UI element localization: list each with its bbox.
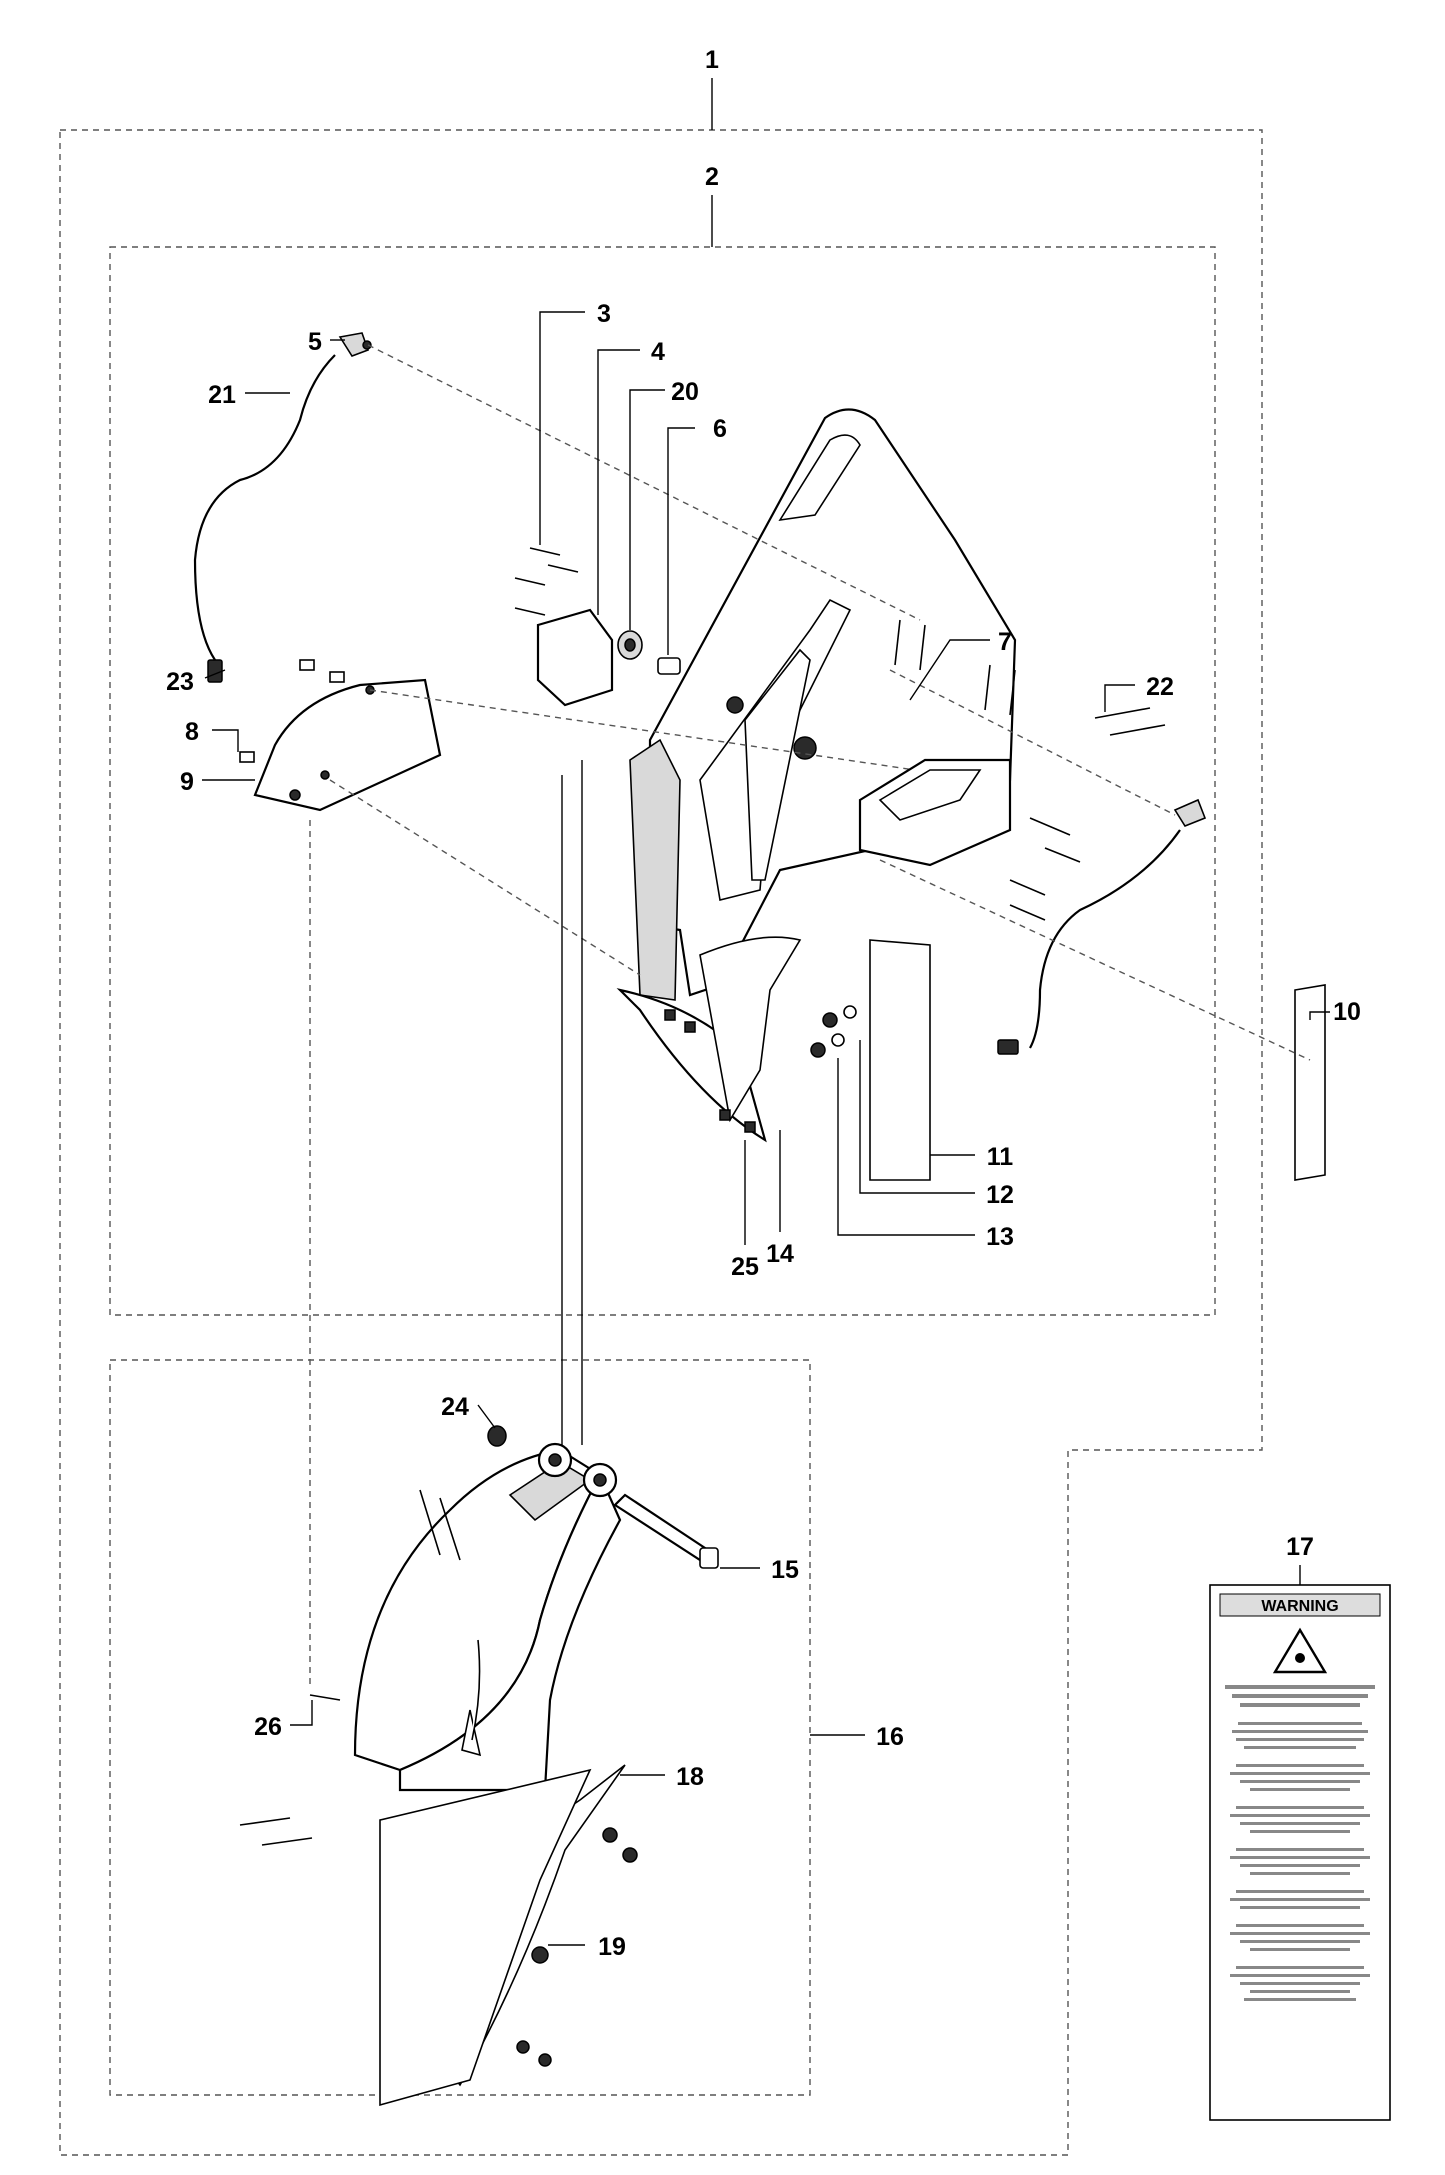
callout-15: 15 — [771, 1556, 799, 1584]
guard-flap-part-14 — [616, 936, 802, 1143]
side-plate-part-9 — [253, 678, 442, 812]
right-bracket — [858, 758, 1012, 867]
washer-part-12 — [831, 1005, 857, 1047]
spacer-part-6 — [657, 657, 681, 675]
callout-18: 18 — [676, 1763, 704, 1791]
callout-2: 2 — [705, 163, 719, 191]
callout-21: 21 — [208, 381, 236, 409]
callout-7: 7 — [998, 628, 1012, 656]
nut-part-13 — [810, 1012, 838, 1058]
bearing-part-20 — [617, 630, 643, 660]
screw-set-part-26 — [239, 1489, 461, 1846]
water-fitting-part-5 — [338, 332, 372, 357]
callout-9: 9 — [180, 768, 194, 796]
warning-label-title: WARNING — [1261, 1598, 1338, 1615]
callout-16: 16 — [876, 1723, 904, 1751]
bracket-plate-part-4 — [536, 608, 614, 707]
callout-14: 14 — [766, 1240, 794, 1268]
upper-guard-body — [629, 408, 1017, 1001]
callout-26: 26 — [254, 1713, 282, 1741]
callout-1: 1 — [705, 46, 719, 74]
hazard-triangle-icon — [1272, 1627, 1328, 1674]
bolt-set-part-7 — [894, 619, 1016, 716]
bolt-set-part-22 — [1009, 707, 1166, 921]
water-hose-part-21 — [193, 354, 336, 661]
callout-11: 11 — [987, 1143, 1014, 1171]
nut-part-19 — [516, 1827, 638, 2067]
lower-guard-body — [353, 1442, 622, 1792]
bolt-set-part-3 — [514, 547, 579, 616]
plate-part-11 — [869, 939, 931, 1181]
callout-19: 19 — [598, 1933, 626, 1961]
callout-12: 12 — [986, 1181, 1014, 1209]
callout-25: 25 — [731, 1253, 759, 1281]
assembly-16-boundary — [109, 1359, 811, 2096]
nozzle-part-23 — [207, 659, 223, 683]
label-part-10 — [1294, 984, 1326, 1181]
callout-4: 4 — [651, 338, 665, 366]
callout-labels: 1 2 3 4 5 6 7 8 9 10 11 12 13 14 15 16 1… — [166, 46, 1361, 1961]
right-water-hose — [997, 829, 1181, 1055]
nut-set-part-25 — [664, 1009, 756, 1133]
callout-24: 24 — [441, 1393, 469, 1421]
callout-20: 20 — [671, 378, 699, 406]
right-water-fitting — [1173, 798, 1207, 827]
callout-8: 8 — [185, 718, 199, 746]
leader-lines — [202, 311, 1330, 1946]
callout-3: 3 — [597, 300, 611, 328]
pivot-pin-part-15 — [613, 1493, 719, 1569]
callout-23: 23 — [166, 668, 194, 696]
callout-5: 5 — [308, 328, 322, 356]
warning-label-part-17: WARNING — [1209, 1584, 1391, 2121]
callout-22: 22 — [1146, 673, 1174, 701]
flap-part-18 — [379, 1764, 626, 2107]
callout-17: 17 — [1286, 1533, 1314, 1561]
screw-set-part-8 — [239, 659, 345, 763]
callout-6: 6 — [713, 415, 727, 443]
assembly-1-boundary — [59, 129, 1263, 2156]
callout-10: 10 — [1333, 998, 1361, 1026]
assembly-2-boundary — [109, 246, 1216, 1316]
callout-13: 13 — [986, 1223, 1014, 1251]
nut-part-24 — [487, 1425, 507, 1447]
